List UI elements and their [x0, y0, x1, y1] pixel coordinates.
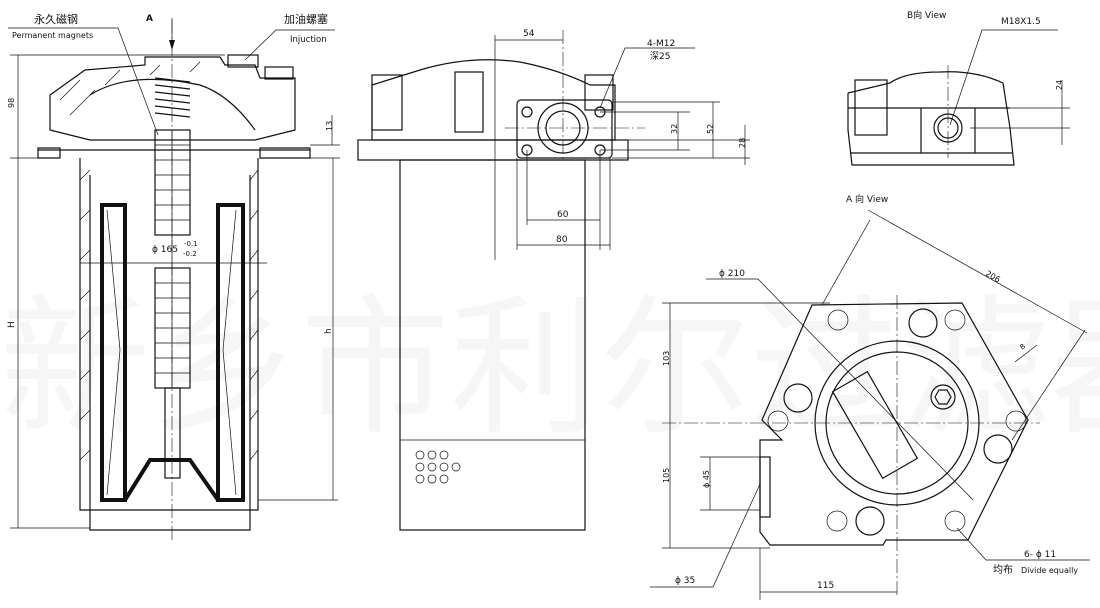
dim-52: 52 [706, 124, 715, 134]
dim-28: 28 [738, 138, 747, 148]
injection-label-en: Injuction [290, 35, 327, 45]
dim-60: 60 [557, 210, 569, 220]
divide-equally-en: Divide equally [1021, 566, 1078, 575]
depth-label: 深25 [650, 51, 670, 62]
dim-80: 80 [556, 235, 568, 245]
injection-label-cn: 加油螺塞 [284, 12, 328, 26]
dia-35: ϕ 35 [675, 576, 695, 586]
section-view: A 永久磁钢 Permanent magnets 加油螺塞 Injuction … [7, 12, 340, 540]
dim-115: 115 [817, 581, 834, 591]
bolt-holes [767, 308, 1027, 536]
spring [154, 77, 191, 118]
b-view: B向 View M18X1.5 24 [847, 9, 1070, 166]
magnet-label-cn: 永久磁钢 [34, 12, 78, 26]
port-flange [516, 99, 613, 159]
tolerance-upper: -0.1 [184, 240, 198, 248]
magnet-stack [154, 129, 191, 479]
dia-210: ϕ 210 [719, 269, 745, 279]
a-view: A 向 View ϕ 210 206 B 103 105 [650, 193, 1090, 600]
divide-equally-cn: 均布 [993, 564, 1013, 576]
view-arrow-label: A [146, 14, 153, 24]
dim-32: 32 [670, 124, 679, 134]
dim-H: H [7, 321, 17, 328]
a-view-title: A 向 View [846, 193, 888, 205]
hex-flange [759, 302, 1029, 546]
magnet-label-en: Permanent magnets [12, 31, 93, 40]
bolt [264, 66, 294, 80]
dia-165: ϕ 165 [152, 245, 178, 255]
dim-98: 98 [7, 98, 16, 108]
thread-m18: M18X1.5 [1001, 17, 1041, 27]
vent-holes [415, 450, 461, 484]
b-arrow-label: B [1019, 342, 1028, 351]
bolt [227, 54, 259, 68]
dim-24: 24 [1055, 80, 1064, 90]
thread-label: 4-M12 [647, 39, 675, 49]
tolerance-lower: -0.2 [183, 250, 197, 258]
hole-spec: 6- ϕ 11 [1024, 550, 1056, 560]
dia-45: ϕ 45 [702, 470, 711, 488]
dim-54: 54 [523, 29, 535, 39]
dim-103: 103 [662, 351, 671, 366]
side-view: 54 4-M12 深25 32 52 28 60 80 [357, 29, 750, 531]
dim-h: h [324, 328, 334, 334]
dim-13: 13 [325, 121, 334, 131]
dim-105: 105 [662, 468, 671, 483]
b-view-title: B向 View [907, 9, 946, 21]
